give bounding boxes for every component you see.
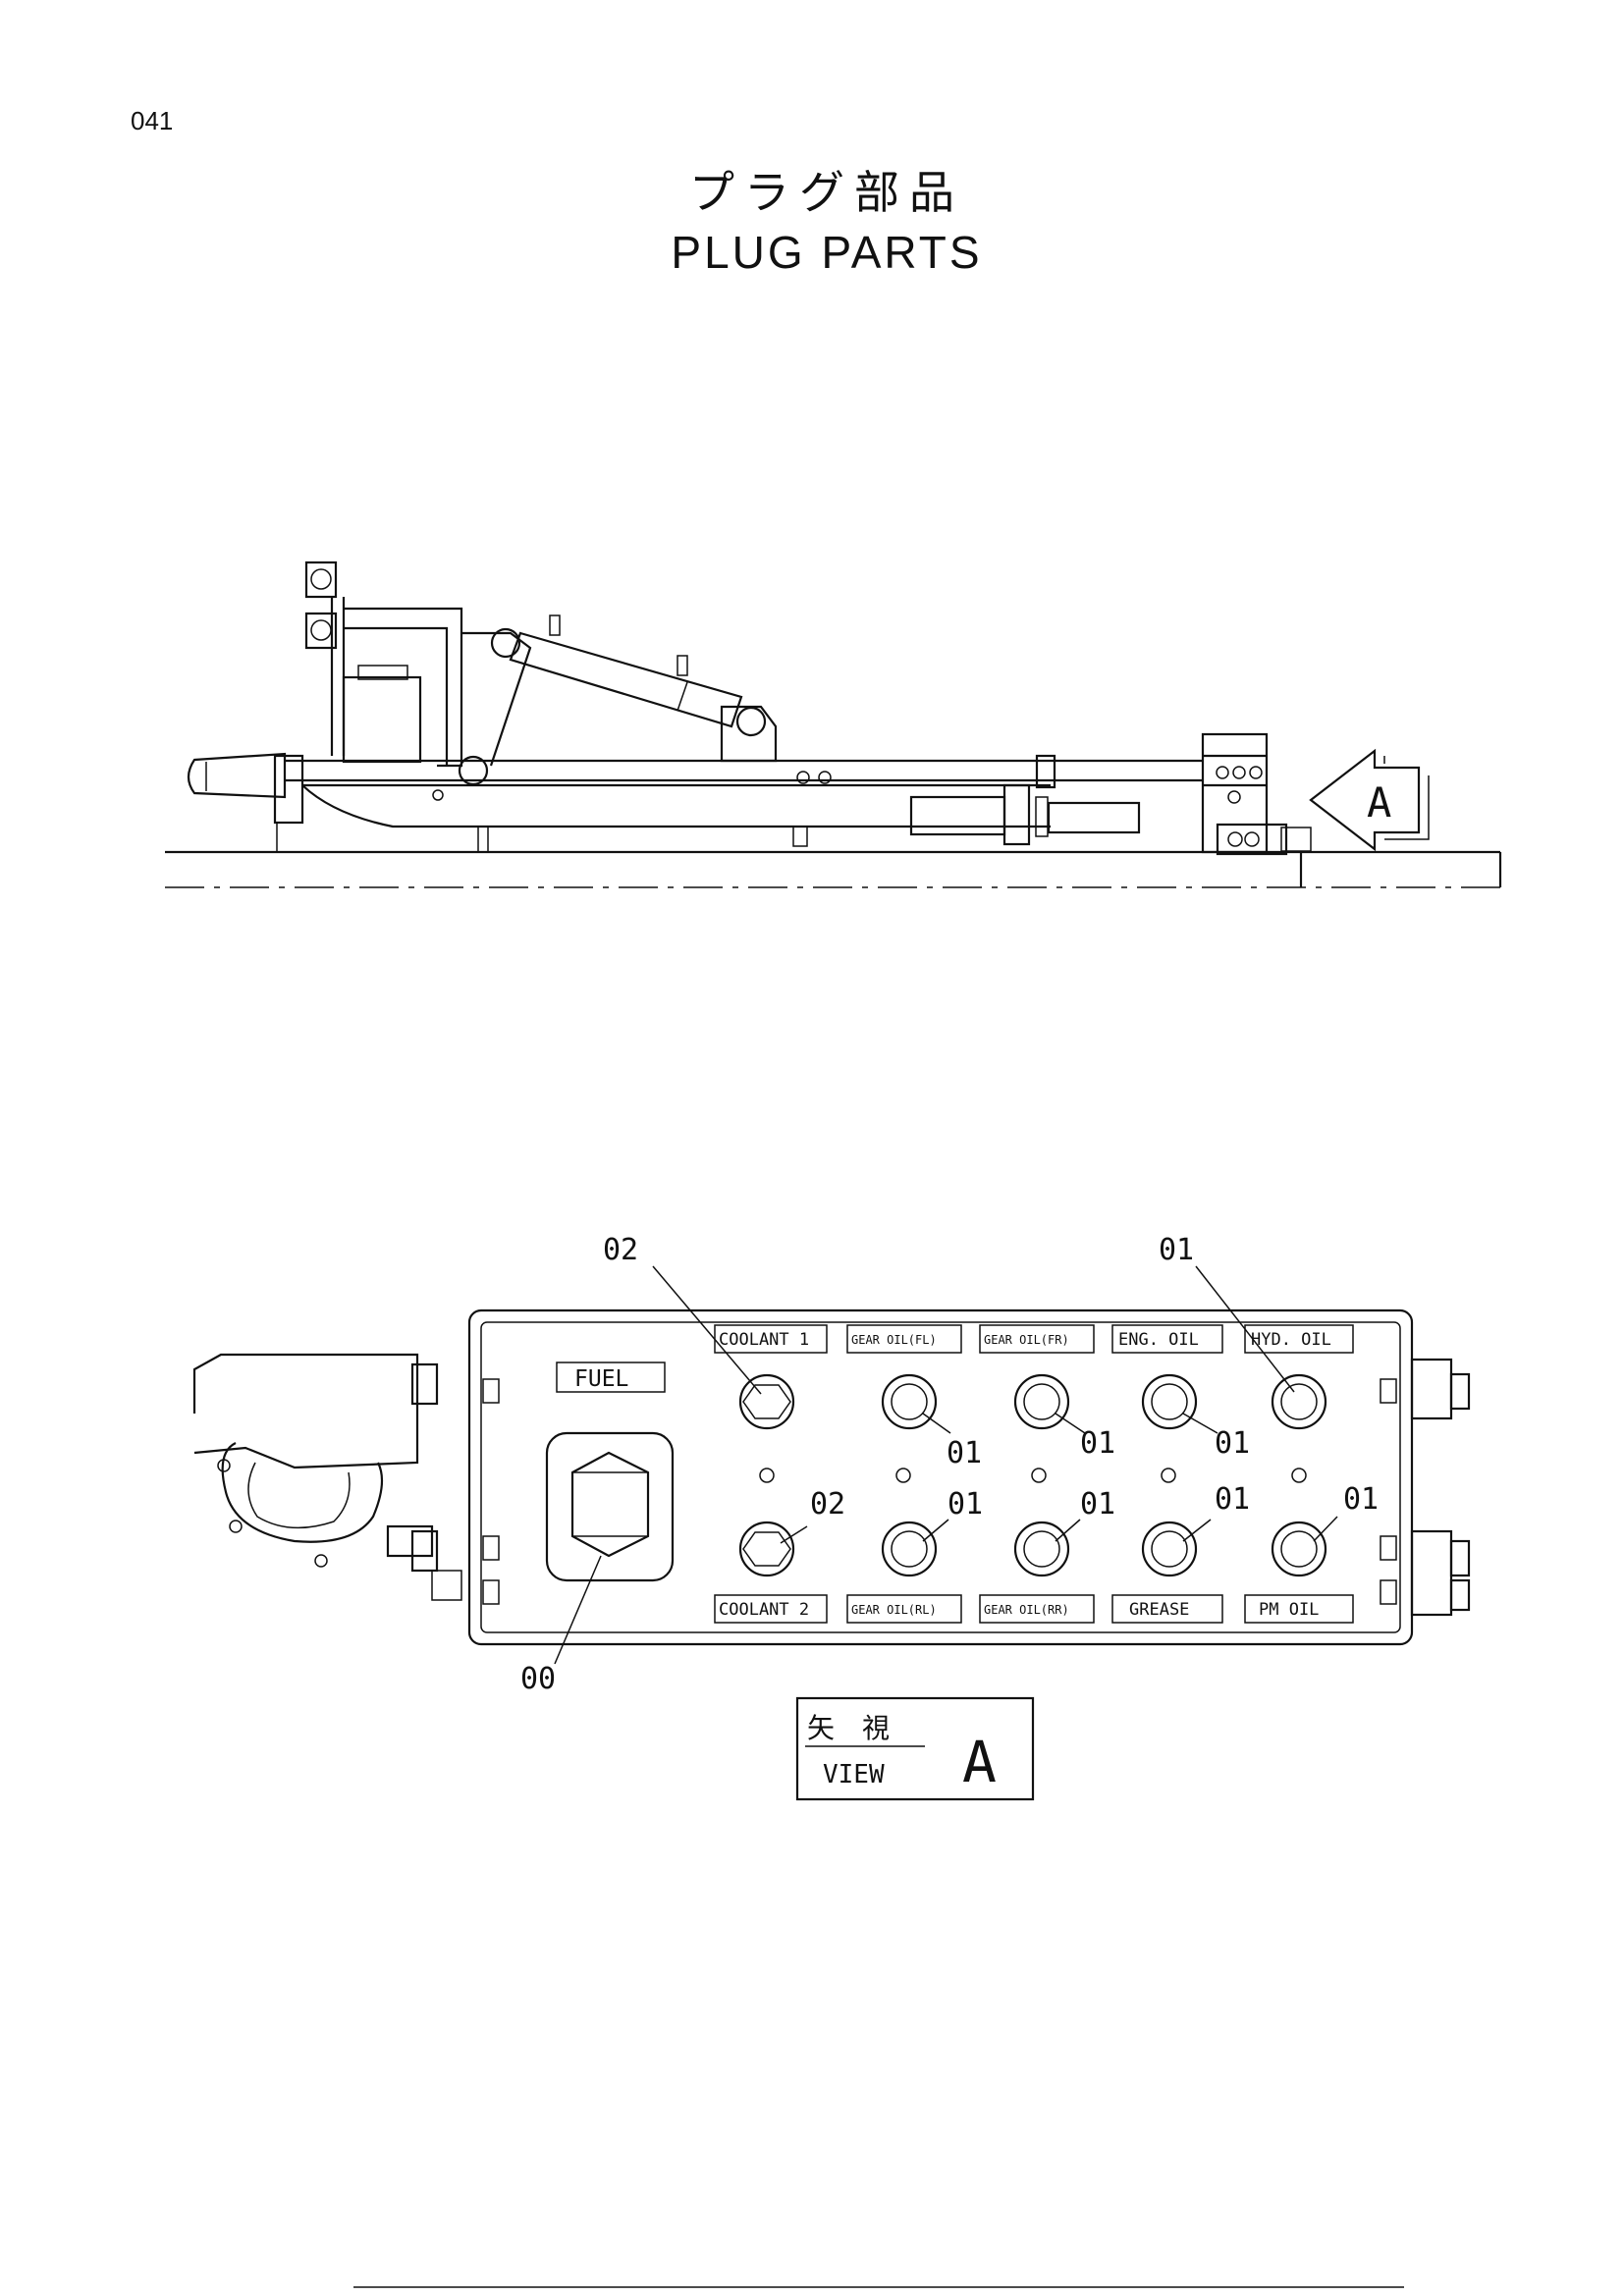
label-coolant-1: COOLANT 1 bbox=[719, 1330, 809, 1350]
callout-fuel-plug: 00 bbox=[520, 1662, 556, 1696]
label-gear-oil-rl: GEAR OIL(RL) bbox=[851, 1603, 937, 1617]
label-pm-oil: PM OIL bbox=[1259, 1600, 1319, 1620]
view-arrow-label: A bbox=[1367, 778, 1391, 827]
title-english: PLUG PARTS bbox=[671, 227, 983, 278]
title-japanese: プラグ部品 bbox=[689, 166, 964, 219]
label-gear-oil-fl: GEAR OIL(FL) bbox=[851, 1333, 937, 1347]
callout-row2-1: 02 bbox=[810, 1487, 845, 1522]
fuel-label: FUEL bbox=[574, 1366, 628, 1392]
view-label-en: VIEW bbox=[823, 1760, 885, 1789]
callout-row2-5: 01 bbox=[1343, 1482, 1379, 1517]
callout-row1-2: 01 bbox=[1080, 1426, 1115, 1461]
label-gear-oil-rr: GEAR OIL(RR) bbox=[984, 1603, 1069, 1617]
label-gear-oil-fr: GEAR OIL(FR) bbox=[984, 1333, 1069, 1347]
page-number: 041 bbox=[131, 106, 174, 135]
page-title: プラグ部品 PLUG PARTS bbox=[0, 157, 1624, 279]
view-a-box: 矢 視 VIEW A bbox=[795, 1696, 1035, 1801]
view-a-arrow: A bbox=[1309, 748, 1430, 852]
side-view-drawing bbox=[165, 561, 1502, 888]
callout-row1-3: 01 bbox=[1215, 1426, 1250, 1461]
callout-top-right: 01 bbox=[1159, 1233, 1194, 1267]
label-grease: GREASE bbox=[1129, 1600, 1189, 1620]
plug-panel-drawing bbox=[192, 1265, 1471, 1665]
callout-row2-4: 01 bbox=[1215, 1482, 1250, 1517]
callout-top-left: 02 bbox=[603, 1233, 638, 1267]
view-letter: A bbox=[962, 1729, 997, 1795]
label-coolant-2: COOLANT 2 bbox=[719, 1600, 809, 1620]
label-eng-oil: ENG. OIL bbox=[1118, 1330, 1199, 1350]
callout-row2-2: 01 bbox=[947, 1487, 983, 1522]
label-hyd-oil: HYD. OIL bbox=[1251, 1330, 1331, 1350]
callout-row2-3: 01 bbox=[1080, 1487, 1115, 1522]
callout-row1-1: 01 bbox=[947, 1436, 982, 1470]
view-label-jp: 矢 視 bbox=[807, 1712, 890, 1744]
